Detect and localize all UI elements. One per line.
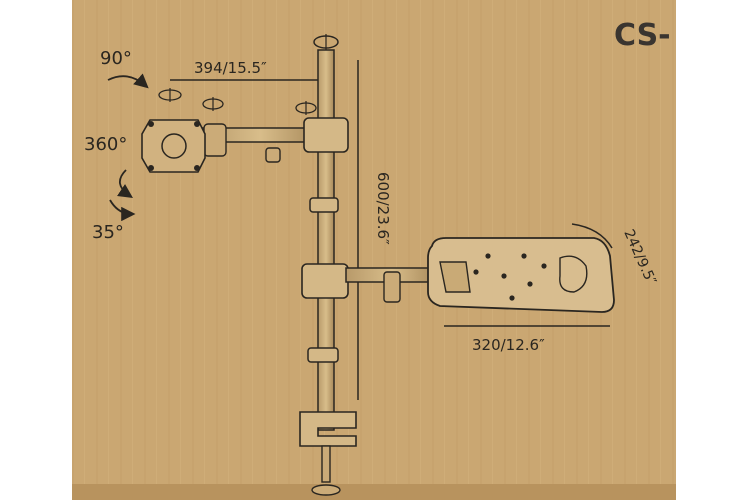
tray-hole-7 [509, 295, 515, 301]
tilt-down-arrow [109, 199, 136, 222]
vertical-pole [317, 49, 335, 431]
vesa-center-ring [161, 133, 187, 159]
clamp-screw-knob [311, 484, 341, 496]
tilt-up-arrow [107, 73, 149, 89]
vesa-hole-tl [148, 121, 154, 127]
right-white-border [676, 0, 750, 500]
vesa-plate [141, 119, 206, 173]
pole-height-label: 600/23.6″ [374, 172, 392, 245]
tray-hole-2 [521, 253, 527, 259]
cardboard-tape-strip [72, 484, 676, 500]
tray-width-label: 320/12.6″ [472, 336, 545, 354]
vesa-hole-br [194, 165, 200, 171]
monitor-arm-collar [303, 117, 349, 153]
tray-left-lip [439, 261, 471, 293]
tray-slot-right [559, 255, 588, 293]
left-white-border [0, 0, 72, 500]
tray-hole-4 [473, 269, 479, 275]
vesa-hole-bl [148, 165, 154, 171]
tray-arm-collar [301, 263, 349, 299]
tray-hole-6 [527, 281, 533, 287]
tray-hole-1 [485, 253, 491, 259]
tray-hole-5 [501, 273, 507, 279]
desk-clamp [299, 411, 357, 447]
tilt-up-label: 90° [100, 48, 132, 69]
monitor-arm-hinge [203, 123, 227, 157]
tray-arm-knob [383, 271, 401, 303]
monitor-arm-knob [265, 147, 281, 163]
vesa-hole-tr [194, 121, 200, 127]
tray-hole-3 [541, 263, 547, 269]
cable-clip-upper [309, 197, 339, 213]
cable-clip-lower [307, 347, 339, 363]
tilt-down-label: 35° [92, 222, 124, 243]
product-code-label: CS- [614, 18, 671, 53]
clamp-screw [321, 445, 331, 483]
rotate-arrow [117, 169, 133, 198]
rotate-label: 360° [84, 134, 127, 155]
tray-depth-dimension-arc [571, 223, 613, 249]
arm-length-label: 394/15.5″ [194, 59, 267, 77]
